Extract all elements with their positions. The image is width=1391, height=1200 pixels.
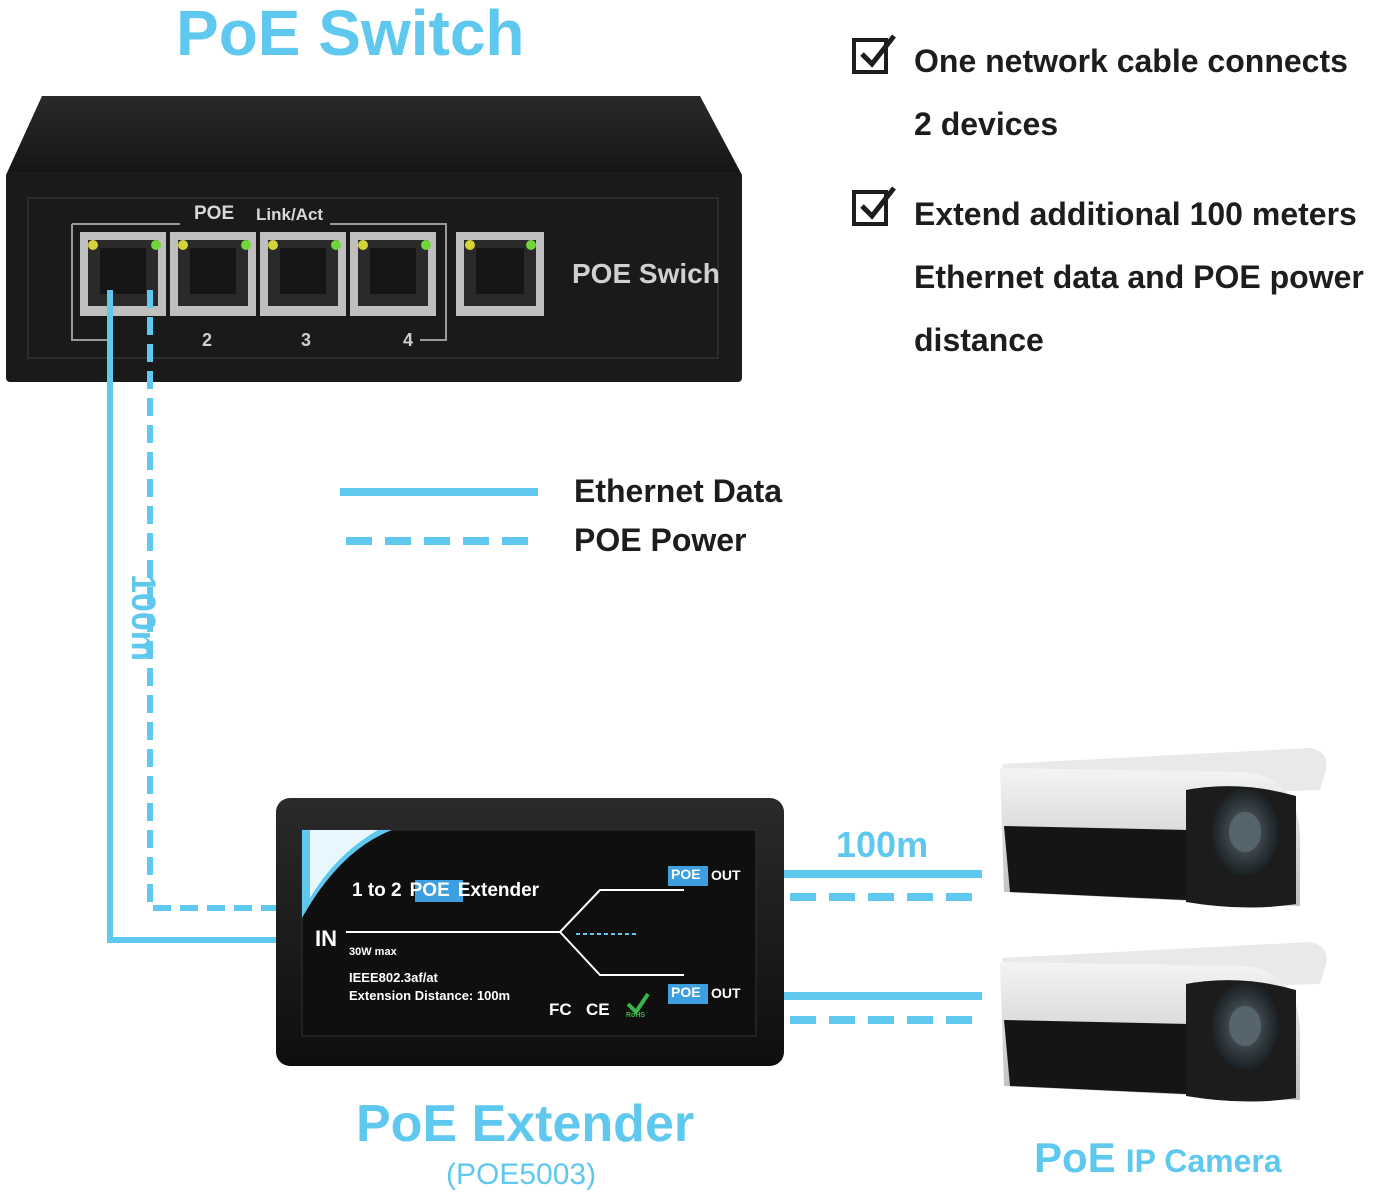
distance-label-horizontal: 100m	[836, 824, 929, 865]
port-group-frame	[71, 223, 447, 341]
rohs-label: RoHS	[626, 1012, 646, 1019]
port-number: 2	[202, 330, 213, 350]
extender-title-suffix: Extender	[457, 880, 540, 901]
ethernet-port	[170, 232, 256, 316]
extender-distance: Extension Distance: 100m	[349, 988, 511, 1003]
ethernet-data-cable	[107, 290, 276, 943]
extender-title-prefix: 1 to 2	[352, 880, 402, 901]
extender-in-label: IN	[315, 926, 337, 951]
switch-link-act-label: Link/Act	[250, 205, 330, 225]
switch-top-face	[6, 96, 742, 175]
switch-brand-text: POE Swich	[572, 258, 720, 289]
ethernet-port	[350, 232, 436, 316]
poe-badge	[415, 880, 463, 902]
feature-2-line-2: Ethernet data and POE power	[914, 259, 1364, 295]
feature-list: One network cable connects 2 devices	[914, 30, 1348, 156]
extender-title-line: 1 to 2 POE Extender	[352, 880, 539, 902]
feature-list-2: Extend additional 100 meters Ethernet da…	[914, 183, 1364, 372]
uplink-ethernet-port	[456, 232, 544, 316]
poe-badge	[668, 866, 708, 886]
ip-camera	[1000, 942, 1327, 1102]
poe-extender-device	[276, 798, 784, 1066]
distance-label-vertical: 100m	[124, 574, 162, 661]
poe-power-cable	[147, 290, 276, 911]
extender-branch-lines	[346, 889, 684, 976]
feature-1-line-1: One network cable connects	[914, 43, 1348, 79]
switch-title: PoE Switch	[176, 0, 525, 69]
ce-mark-icon: CE	[586, 1000, 610, 1019]
feature-2-line-3: distance	[914, 322, 1044, 358]
checkbox-checked-icon	[852, 186, 896, 226]
extender-out-poe-1: POE	[671, 866, 701, 882]
extender-max-power: 30W max	[349, 946, 397, 958]
camera-title-prefix: PoE	[1034, 1134, 1116, 1181]
extender-title: PoE Extender	[356, 1095, 695, 1153]
legend-poe-power: POE Power	[574, 522, 747, 558]
extender-out-poe-2: POE	[671, 984, 701, 1000]
feature-1-line-2: 2 devices	[914, 106, 1059, 142]
checkbox-checked-icon	[852, 34, 896, 74]
extender-standard: IEEE802.3af/at	[349, 970, 438, 985]
camera-title: PoE IP Camera	[1034, 1134, 1282, 1182]
fc-mark-icon: FC	[549, 1000, 572, 1019]
extender-out-label-2: OUT	[711, 985, 741, 1001]
extender-model: (POE5003)	[446, 1158, 597, 1191]
ip-camera	[1000, 748, 1327, 908]
legend-ethernet-data: Ethernet Data	[574, 473, 783, 509]
poe-switch-device	[6, 96, 742, 382]
extender-out-label-1: OUT	[711, 867, 741, 883]
switch-poe-label: POE	[188, 203, 241, 225]
ethernet-port	[80, 232, 166, 316]
poe-badge	[668, 984, 708, 1004]
feature-2-line-1: Extend additional 100 meters	[914, 196, 1357, 232]
port-number: 3	[301, 330, 312, 350]
camera-title-suffix: IP Camera	[1125, 1143, 1282, 1179]
extender-title-poe: POE	[409, 880, 450, 901]
port-number: 4	[399, 330, 418, 351]
ethernet-port	[260, 232, 346, 316]
rohs-check-icon	[626, 992, 650, 1016]
